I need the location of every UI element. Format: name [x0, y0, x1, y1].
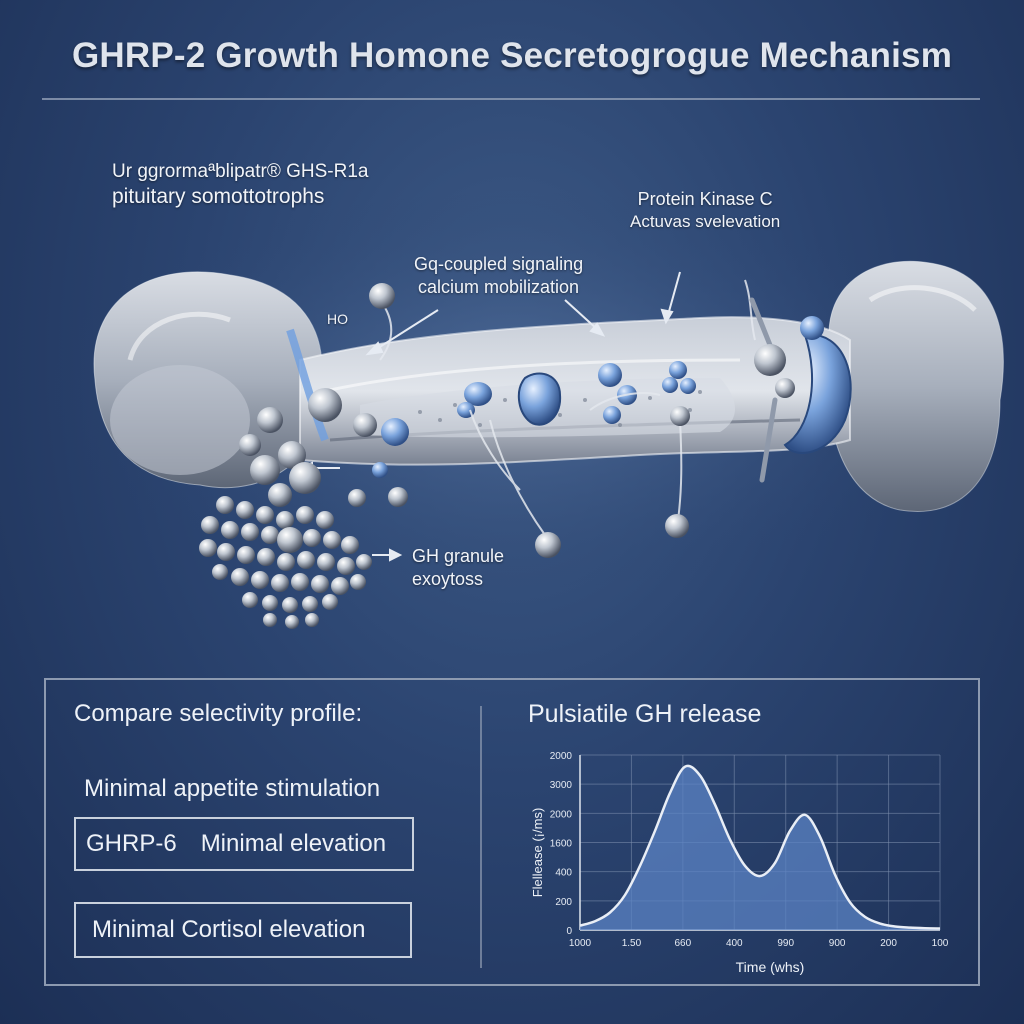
mechanism-illustration	[50, 190, 1004, 629]
pkc-label-line1: Protein Kinase C	[637, 189, 773, 209]
page-title: GHRP-2 Growth Homone Secretogrogue Mecha…	[71, 36, 953, 75]
x-tick-label: 100	[932, 938, 949, 949]
pkc-label: Protein Kinase C Actuvas svelevation	[630, 188, 780, 232]
x-axis-label: Time (whs)	[736, 959, 805, 975]
x-tick-label: 990	[777, 938, 794, 949]
ghrp6-value: Minimal elevation	[200, 830, 387, 857]
x-tick-label: 660	[675, 938, 692, 949]
receptor-label-line1: Ur ggrormaªblipatr® GHS-R1a	[112, 161, 369, 182]
y-tick-label: 3000	[550, 780, 573, 791]
granule-label: GH granule exoytoss	[412, 545, 504, 590]
comparison-panel	[44, 678, 980, 986]
panel-divider	[480, 706, 482, 968]
title-divider	[42, 98, 980, 100]
y-axis-label: Flellease (¡/ms)	[530, 808, 545, 898]
receptor-label: Ur ggrormaªblipatr® GHS-R1a pituitary so…	[112, 160, 369, 210]
x-tick-label: 200	[880, 938, 897, 949]
x-tick-label: 1.50	[622, 938, 642, 949]
ho-label: HO	[327, 311, 348, 327]
release-curve	[579, 764, 941, 930]
release-area	[580, 765, 940, 930]
granule-label-line2: exoytoss	[412, 568, 484, 589]
x-tick-label: 400	[726, 938, 743, 949]
ghrp6-comparison-box: GHRP-6 Minimal elevation	[74, 817, 414, 871]
gq-label-line2: calcium mobilization	[418, 276, 580, 297]
gq-label-line1: Gq-coupled signaling	[414, 254, 584, 274]
pkc-label-line2: Actuvas svelevation	[630, 211, 781, 231]
receptor-label-line2: pituitary somottotrophs	[112, 184, 325, 208]
selectivity-subheading: Minimal appetite stimulation	[84, 775, 381, 802]
selectivity-heading: Compare selectivity profile:	[74, 700, 363, 727]
x-tick-label: 1000	[569, 938, 592, 949]
ghrp6-name: GHRP-6	[86, 830, 177, 857]
gq-signaling-label: Gq-coupled signaling calcium mobilizatio…	[414, 253, 583, 298]
chart-title: Pulsiatile GH release	[528, 700, 762, 728]
y-tick-label: 0	[566, 926, 572, 937]
x-tick-label: 900	[829, 938, 846, 949]
granule-cluster	[199, 407, 372, 629]
granule-label-line1: GH granule	[412, 546, 505, 566]
y-tick-label: 2000	[550, 809, 573, 820]
y-tick-label: 2000	[550, 751, 573, 762]
y-tick-label: 1600	[550, 839, 573, 850]
y-tick-label: 400	[555, 868, 572, 879]
cortisol-comparison-box: Minimal Cortisol elevation	[74, 902, 412, 958]
y-tick-label: 200	[555, 897, 572, 908]
